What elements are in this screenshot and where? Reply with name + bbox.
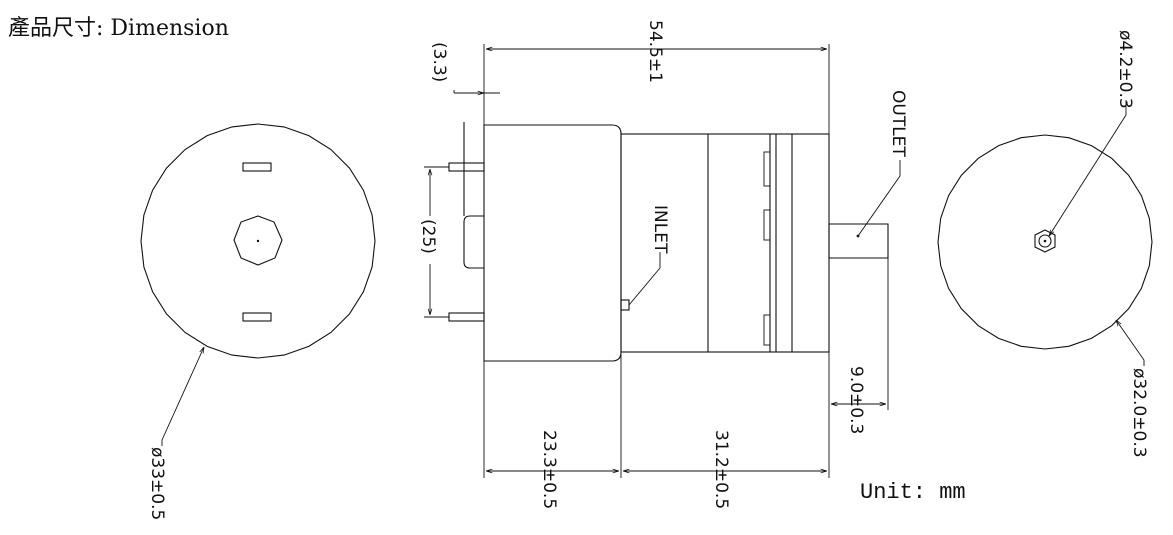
rear-view: ø4.2±0.3 ø32.0±0.3 bbox=[937, 30, 1153, 458]
rear-diameter-leader bbox=[1116, 320, 1145, 361]
outlet-nozzle bbox=[829, 223, 889, 259]
overall-length-label: 54.5±1 bbox=[645, 20, 665, 83]
outlet-diameter-label: ø4.2±0.3 bbox=[1115, 30, 1135, 109]
front-outline bbox=[140, 123, 376, 359]
front-housing bbox=[483, 124, 622, 362]
outlet-leader bbox=[857, 160, 901, 237]
front-slot-bottom bbox=[242, 312, 272, 322]
drawing-title: 產品尺寸: Dimension bbox=[8, 16, 229, 41]
rear-outline bbox=[937, 134, 1153, 350]
rear-body-length-label: 31.2±0.5 bbox=[711, 430, 731, 509]
front-slot-top bbox=[242, 162, 272, 172]
front-body-length-label: 23.3±0.5 bbox=[539, 430, 559, 509]
rear-port-circle bbox=[1038, 234, 1052, 248]
pin-spacing-label: (25) bbox=[418, 219, 438, 254]
pin-top bbox=[448, 162, 485, 172]
front-diameter-leader bbox=[161, 347, 204, 441]
flange-tab bbox=[463, 215, 484, 269]
inlet-port bbox=[620, 299, 630, 311]
inlet-leader bbox=[628, 252, 661, 306]
front-diameter-label: ø33±0.5 bbox=[147, 447, 167, 520]
side-view: 54.5±1 (3.3) (25) 23.3±0.5 31.2±0.5 9.0±… bbox=[418, 20, 908, 509]
outlet-diameter-leader bbox=[1049, 114, 1127, 236]
unit-label: Unit: mm bbox=[860, 480, 966, 505]
outlet-length-label: 9.0±0.3 bbox=[846, 366, 866, 434]
front-center-dot bbox=[256, 239, 260, 243]
rear-port-hex bbox=[1034, 229, 1056, 253]
pin-bottom bbox=[448, 312, 485, 322]
front-hub bbox=[233, 215, 283, 266]
outlet-label: OUTLET bbox=[888, 90, 908, 157]
front-view: ø33±0.5 bbox=[140, 123, 376, 520]
rear-diameter-label: ø32.0±0.3 bbox=[1129, 368, 1149, 458]
inlet-label: INLET bbox=[650, 205, 670, 254]
flange-offset-label: (3.3) bbox=[429, 42, 449, 82]
